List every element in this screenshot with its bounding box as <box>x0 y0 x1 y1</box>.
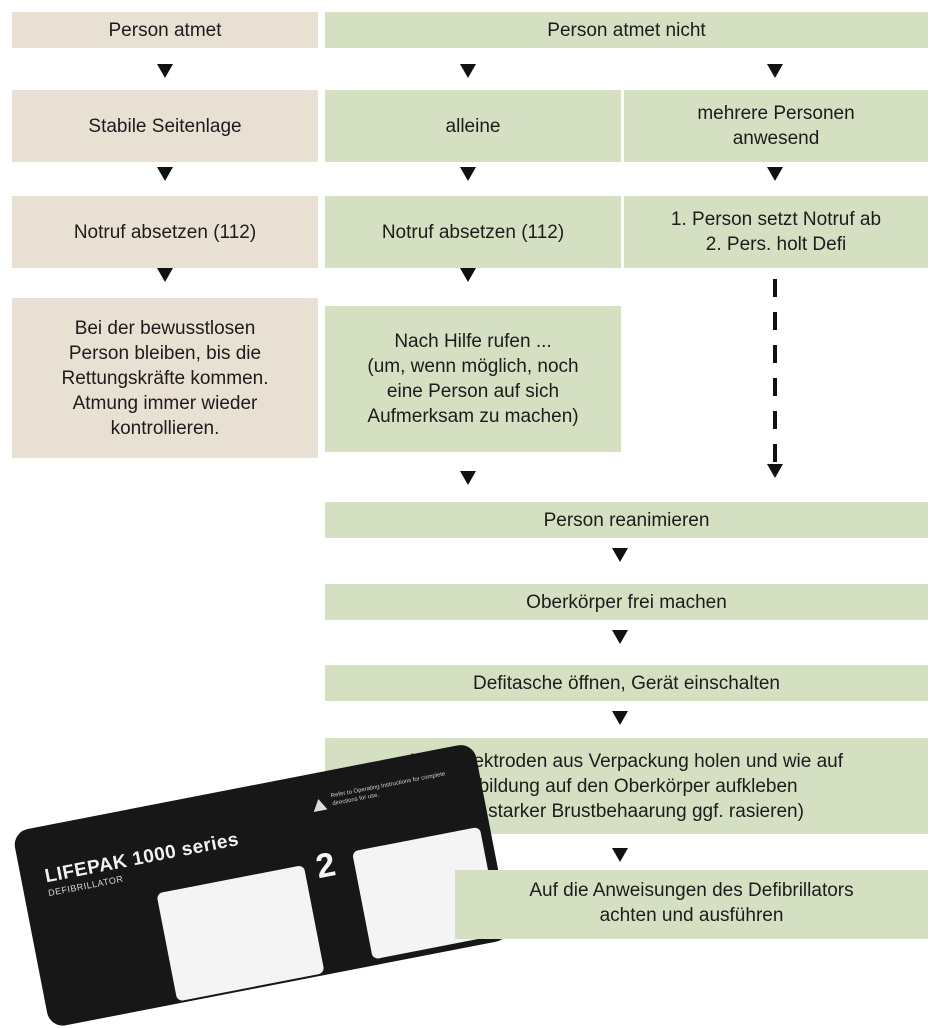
person-breathes-label: Person atmet <box>108 19 222 41</box>
arrow-down-icon <box>612 630 628 644</box>
arrow-down-icon <box>460 471 476 485</box>
emergency-call-box-left: Notruf absetzen (112) <box>12 196 318 268</box>
arrow-down-icon <box>767 64 783 78</box>
arrow-down-icon <box>460 268 476 282</box>
dashed-line <box>773 378 777 396</box>
dashed-line <box>773 345 777 363</box>
device-step-number: 2 <box>312 845 339 887</box>
arrow-down-icon <box>157 64 173 78</box>
emergency-call-box-middle: Notruf absetzen (112) <box>325 196 621 268</box>
arrow-down-icon <box>767 464 783 478</box>
warning-icon <box>311 797 328 813</box>
stay-with-person-box: Bei der bewusstlosen Person bleiben, bis… <box>12 298 318 458</box>
bare-chest-label: Oberkörper frei machen <box>526 591 727 613</box>
resuscitate-box: Person reanimieren <box>325 502 928 538</box>
open-defi-label: Defitasche öffnen, Gerät einschalten <box>472 672 780 694</box>
multiple-persons-box: mehrere Personen anwesend <box>624 90 928 162</box>
arrow-down-icon <box>612 848 628 862</box>
recovery-position-box: Stabile Seitenlage <box>12 90 318 162</box>
dashed-line <box>773 279 777 297</box>
emergency-call-label-middle: Notruf absetzen (112) <box>381 221 565 243</box>
follow-instructions-box: Auf die Anweisungen des Defibrillators a… <box>455 870 928 939</box>
call-for-help-label: Nach Hilfe rufen ... (um, wenn möglich, … <box>367 331 579 427</box>
arrow-down-icon <box>767 167 783 181</box>
multiple-persons-label: mehrere Personen anwesend <box>697 103 855 149</box>
alone-label: alleine <box>445 115 501 137</box>
person-breathes-box: Person atmet <box>12 12 318 48</box>
dashed-line <box>773 312 777 330</box>
device-panel <box>156 864 325 1002</box>
dashed-line <box>773 444 777 462</box>
device-note: Refer to Operating Instructions for comp… <box>330 771 446 808</box>
resuscitate-label: Person reanimieren <box>543 509 710 531</box>
arrow-down-icon <box>612 548 628 562</box>
arrow-down-icon <box>460 64 476 78</box>
arrow-down-icon <box>612 711 628 725</box>
alone-box: alleine <box>325 90 621 162</box>
arrow-down-icon <box>157 167 173 181</box>
bare-chest-box: Oberkörper frei machen <box>325 584 928 620</box>
stay-with-person-label: Bei der bewusstlosen Person bleiben, bis… <box>61 317 269 439</box>
follow-instructions-label: Auf die Anweisungen des Defibrillators a… <box>529 880 854 926</box>
arrow-down-icon <box>460 167 476 181</box>
open-defi-box: Defitasche öffnen, Gerät einschalten <box>325 665 928 701</box>
call-and-fetch-defi-label: 1. Person setzt Notruf ab 2. Pers. holt … <box>670 209 882 255</box>
dashed-line <box>773 411 777 429</box>
person-not-breathing-label: Person atmet nicht <box>547 19 706 41</box>
recovery-position-label: Stabile Seitenlage <box>88 115 242 137</box>
defibrillator-device-image: LIFEPAK 1000 series DEFIBRILLATOR Refer … <box>12 742 512 1028</box>
call-and-fetch-defi-box: 1. Person setzt Notruf ab 2. Pers. holt … <box>624 196 928 268</box>
device-brand-label: LIFEPAK 1000 series <box>43 829 241 888</box>
arrow-down-icon <box>157 268 173 282</box>
call-for-help-box: Nach Hilfe rufen ... (um, wenn möglich, … <box>325 306 621 452</box>
person-not-breathing-box: Person atmet nicht <box>325 12 928 48</box>
emergency-call-label-left: Notruf absetzen (112) <box>73 221 257 243</box>
